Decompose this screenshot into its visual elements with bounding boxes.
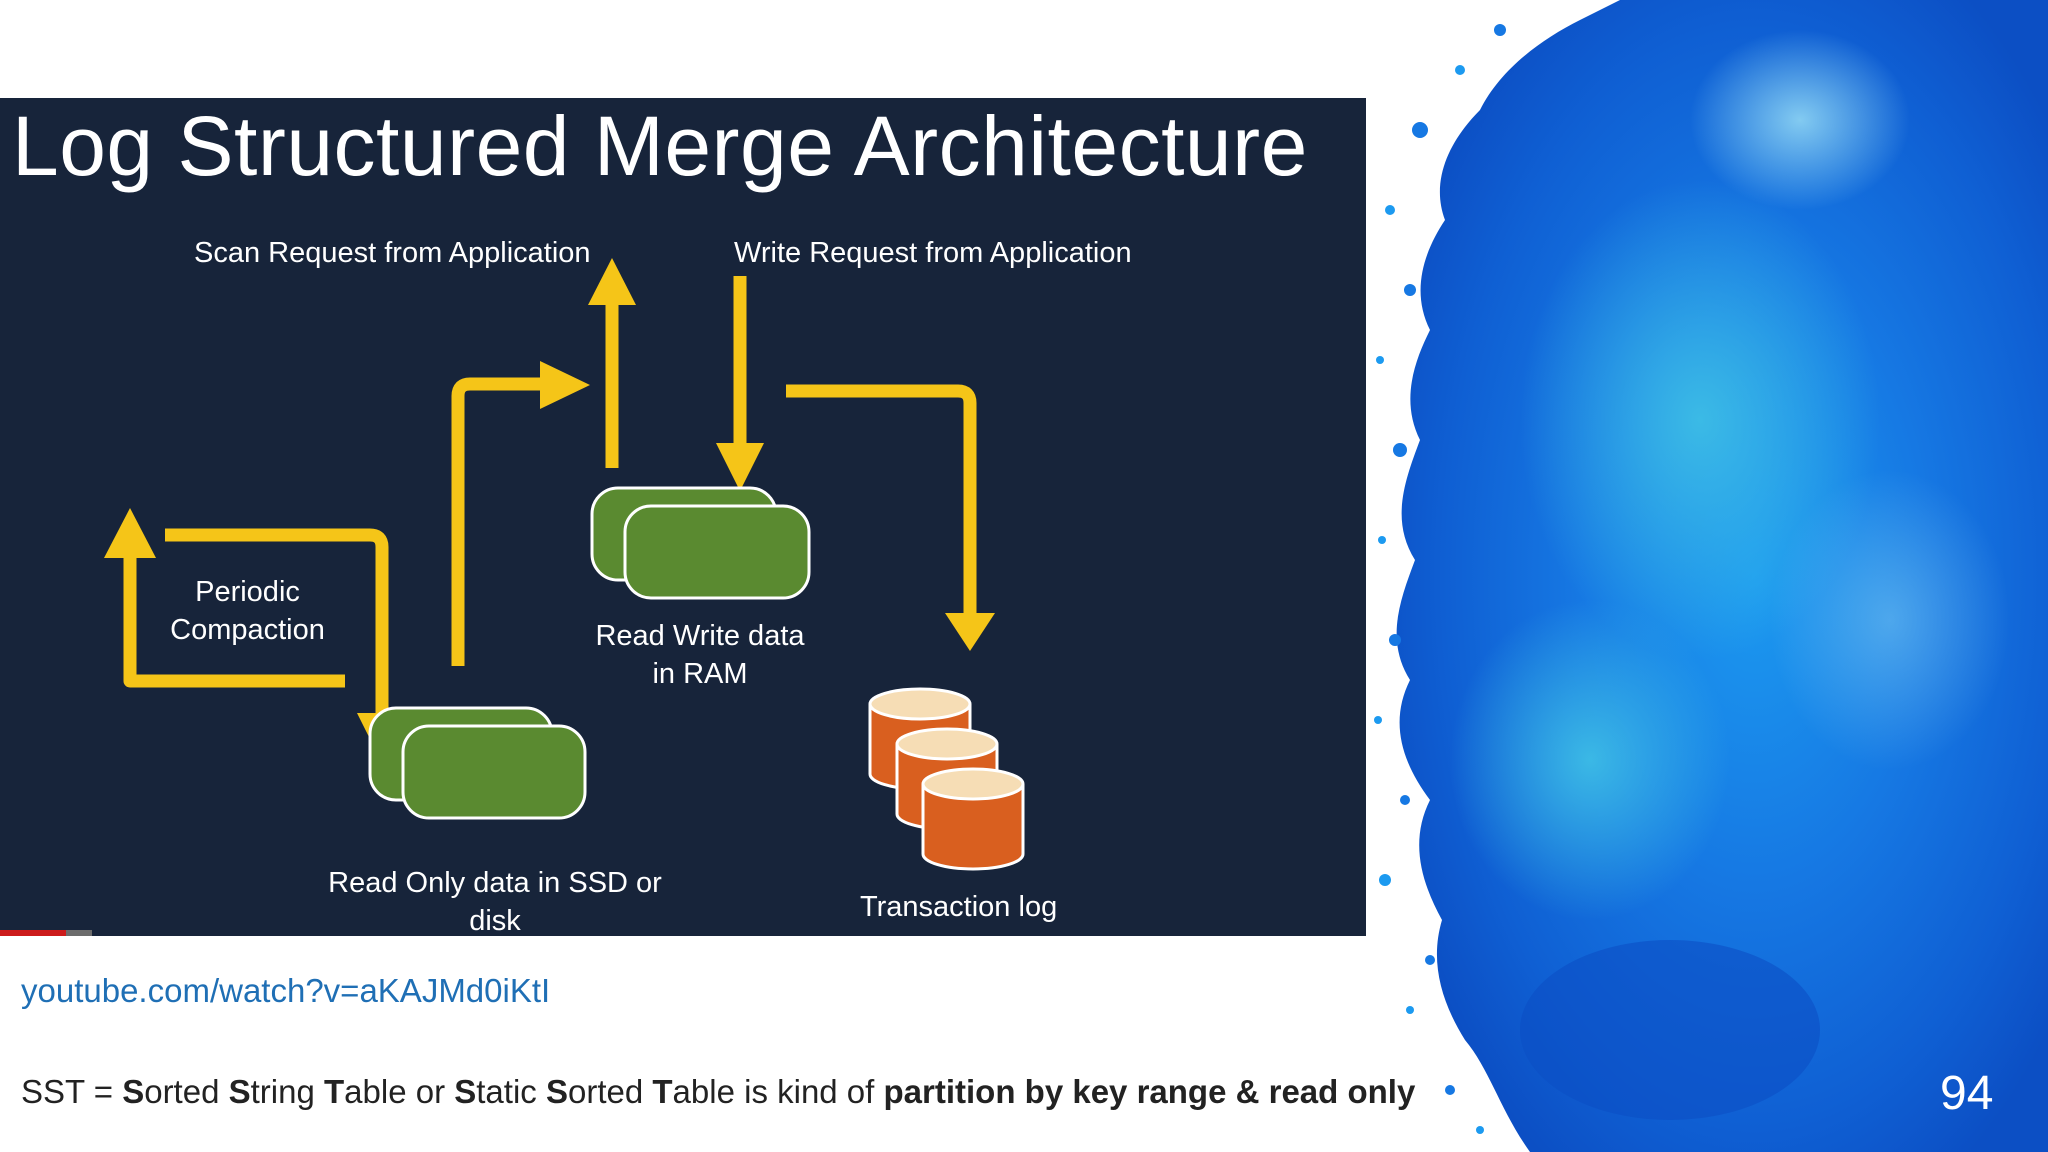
caption-run: S — [122, 1073, 145, 1110]
compaction-label: Periodic Compaction — [150, 573, 345, 649]
ram-label: Read Write data in RAM — [570, 617, 830, 693]
transaction-log-cylinders — [868, 687, 1025, 871]
write-down-arrowhead — [716, 443, 764, 491]
caption-run: S — [545, 1073, 568, 1110]
lsm-diagram-image: Log Structured Merge Architecture — [0, 98, 1366, 936]
caption-run: S — [228, 1073, 251, 1110]
to-log-path — [786, 384, 977, 618]
caption-run: partition by key range & read only — [883, 1073, 1416, 1110]
scan-request-label: Scan Request from Application — [194, 237, 591, 269]
youtube-source-link[interactable]: youtube.com/watch?v=aKAJMd0iKtI — [21, 972, 551, 1009]
diagram-graphics — [104, 258, 1025, 871]
compaction-arrow-path — [123, 548, 345, 688]
caption-run: SST = — [21, 1073, 123, 1110]
page-number: 94 — [1940, 1067, 1994, 1120]
video-progress-bar[interactable] — [0, 930, 66, 936]
caption-run: tatic — [476, 1073, 546, 1110]
video-progress-buffered — [66, 930, 92, 936]
sst-caption: SST = Sorted String Table or Static Sort… — [21, 1073, 1415, 1111]
diagram-title: Log Structured Merge Architecture — [12, 99, 1308, 193]
ssd-data-blocks — [368, 706, 587, 820]
caption-run: T — [324, 1073, 345, 1110]
caption-run: orted — [567, 1073, 653, 1110]
caption-run: T — [652, 1073, 673, 1110]
caption-run: orted — [144, 1073, 229, 1110]
caption-run: able or — [344, 1073, 455, 1110]
caption-run: S — [454, 1073, 477, 1110]
compaction-label-line2: Compaction — [170, 614, 325, 646]
write-request-label: Write Request from Application — [734, 237, 1132, 269]
compaction-return-path — [165, 528, 389, 718]
ssd-label: Read Only data in SSD or disk — [290, 864, 700, 936]
ssd-scan-arrowhead — [540, 361, 590, 409]
compaction-arrowhead — [104, 508, 156, 558]
scan-up-arrowhead — [588, 258, 636, 305]
ssd-to-scan-path — [451, 377, 545, 666]
transaction-log-label: Transaction log — [860, 891, 1058, 923]
ram-label-line1: Read Write data — [595, 620, 805, 652]
ram-data-blocks — [590, 486, 811, 600]
ssd-label-line1: Read Only data in SSD or — [328, 867, 662, 899]
compaction-label-line1: Periodic — [195, 576, 300, 608]
caption-run: tring — [250, 1073, 324, 1110]
ssd-label-line2: disk — [469, 905, 521, 936]
log-arrowhead — [945, 613, 995, 651]
watercolor-splash — [1374, 0, 2048, 1152]
caption-run: able is kind of — [672, 1073, 884, 1110]
ram-label-line2: in RAM — [652, 658, 748, 690]
